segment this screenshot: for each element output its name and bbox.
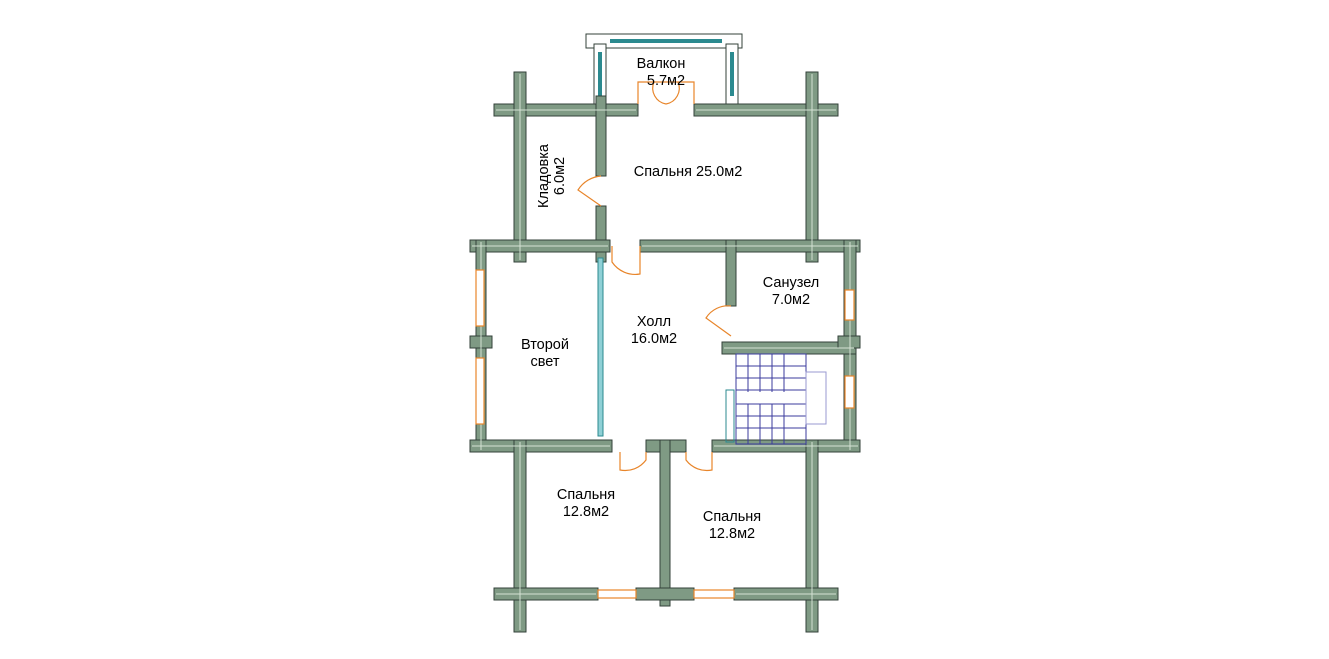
bedroom-left-area: 12.8м2	[563, 504, 609, 520]
bedroom-right-area: 12.8м2	[709, 526, 755, 542]
staircase	[725, 353, 827, 445]
storage-name: Кладовка	[536, 143, 552, 208]
balcony-name: Валкон	[637, 56, 686, 72]
windows	[475, 269, 855, 599]
glass-partition	[597, 257, 604, 437]
bedroom-right-door	[685, 452, 713, 472]
balcony-railing	[585, 33, 743, 107]
doors	[577, 81, 732, 472]
bathroom-door	[705, 305, 732, 337]
bathroom-area: 7.0м2	[772, 292, 810, 308]
balcony-door	[637, 81, 695, 105]
second-light-line1: Второй	[521, 337, 569, 353]
bedroom-left-name: Спальня	[557, 487, 615, 503]
bedroom-door	[611, 246, 641, 275]
hall-area: 16.0м2	[631, 331, 677, 347]
bathroom-name: Санузел	[763, 275, 820, 291]
storage-area: 6.0м2	[552, 157, 568, 195]
bedroom-left-door	[619, 452, 647, 472]
balcony-area: 5.7м2	[647, 73, 685, 89]
master-bedroom-label: Спальня 25.0м2	[634, 164, 743, 180]
bedroom-right-name: Спальня	[703, 509, 761, 525]
hall-name: Холл	[637, 314, 671, 330]
storage-door	[577, 175, 602, 207]
second-light-line2: свет	[530, 354, 559, 370]
